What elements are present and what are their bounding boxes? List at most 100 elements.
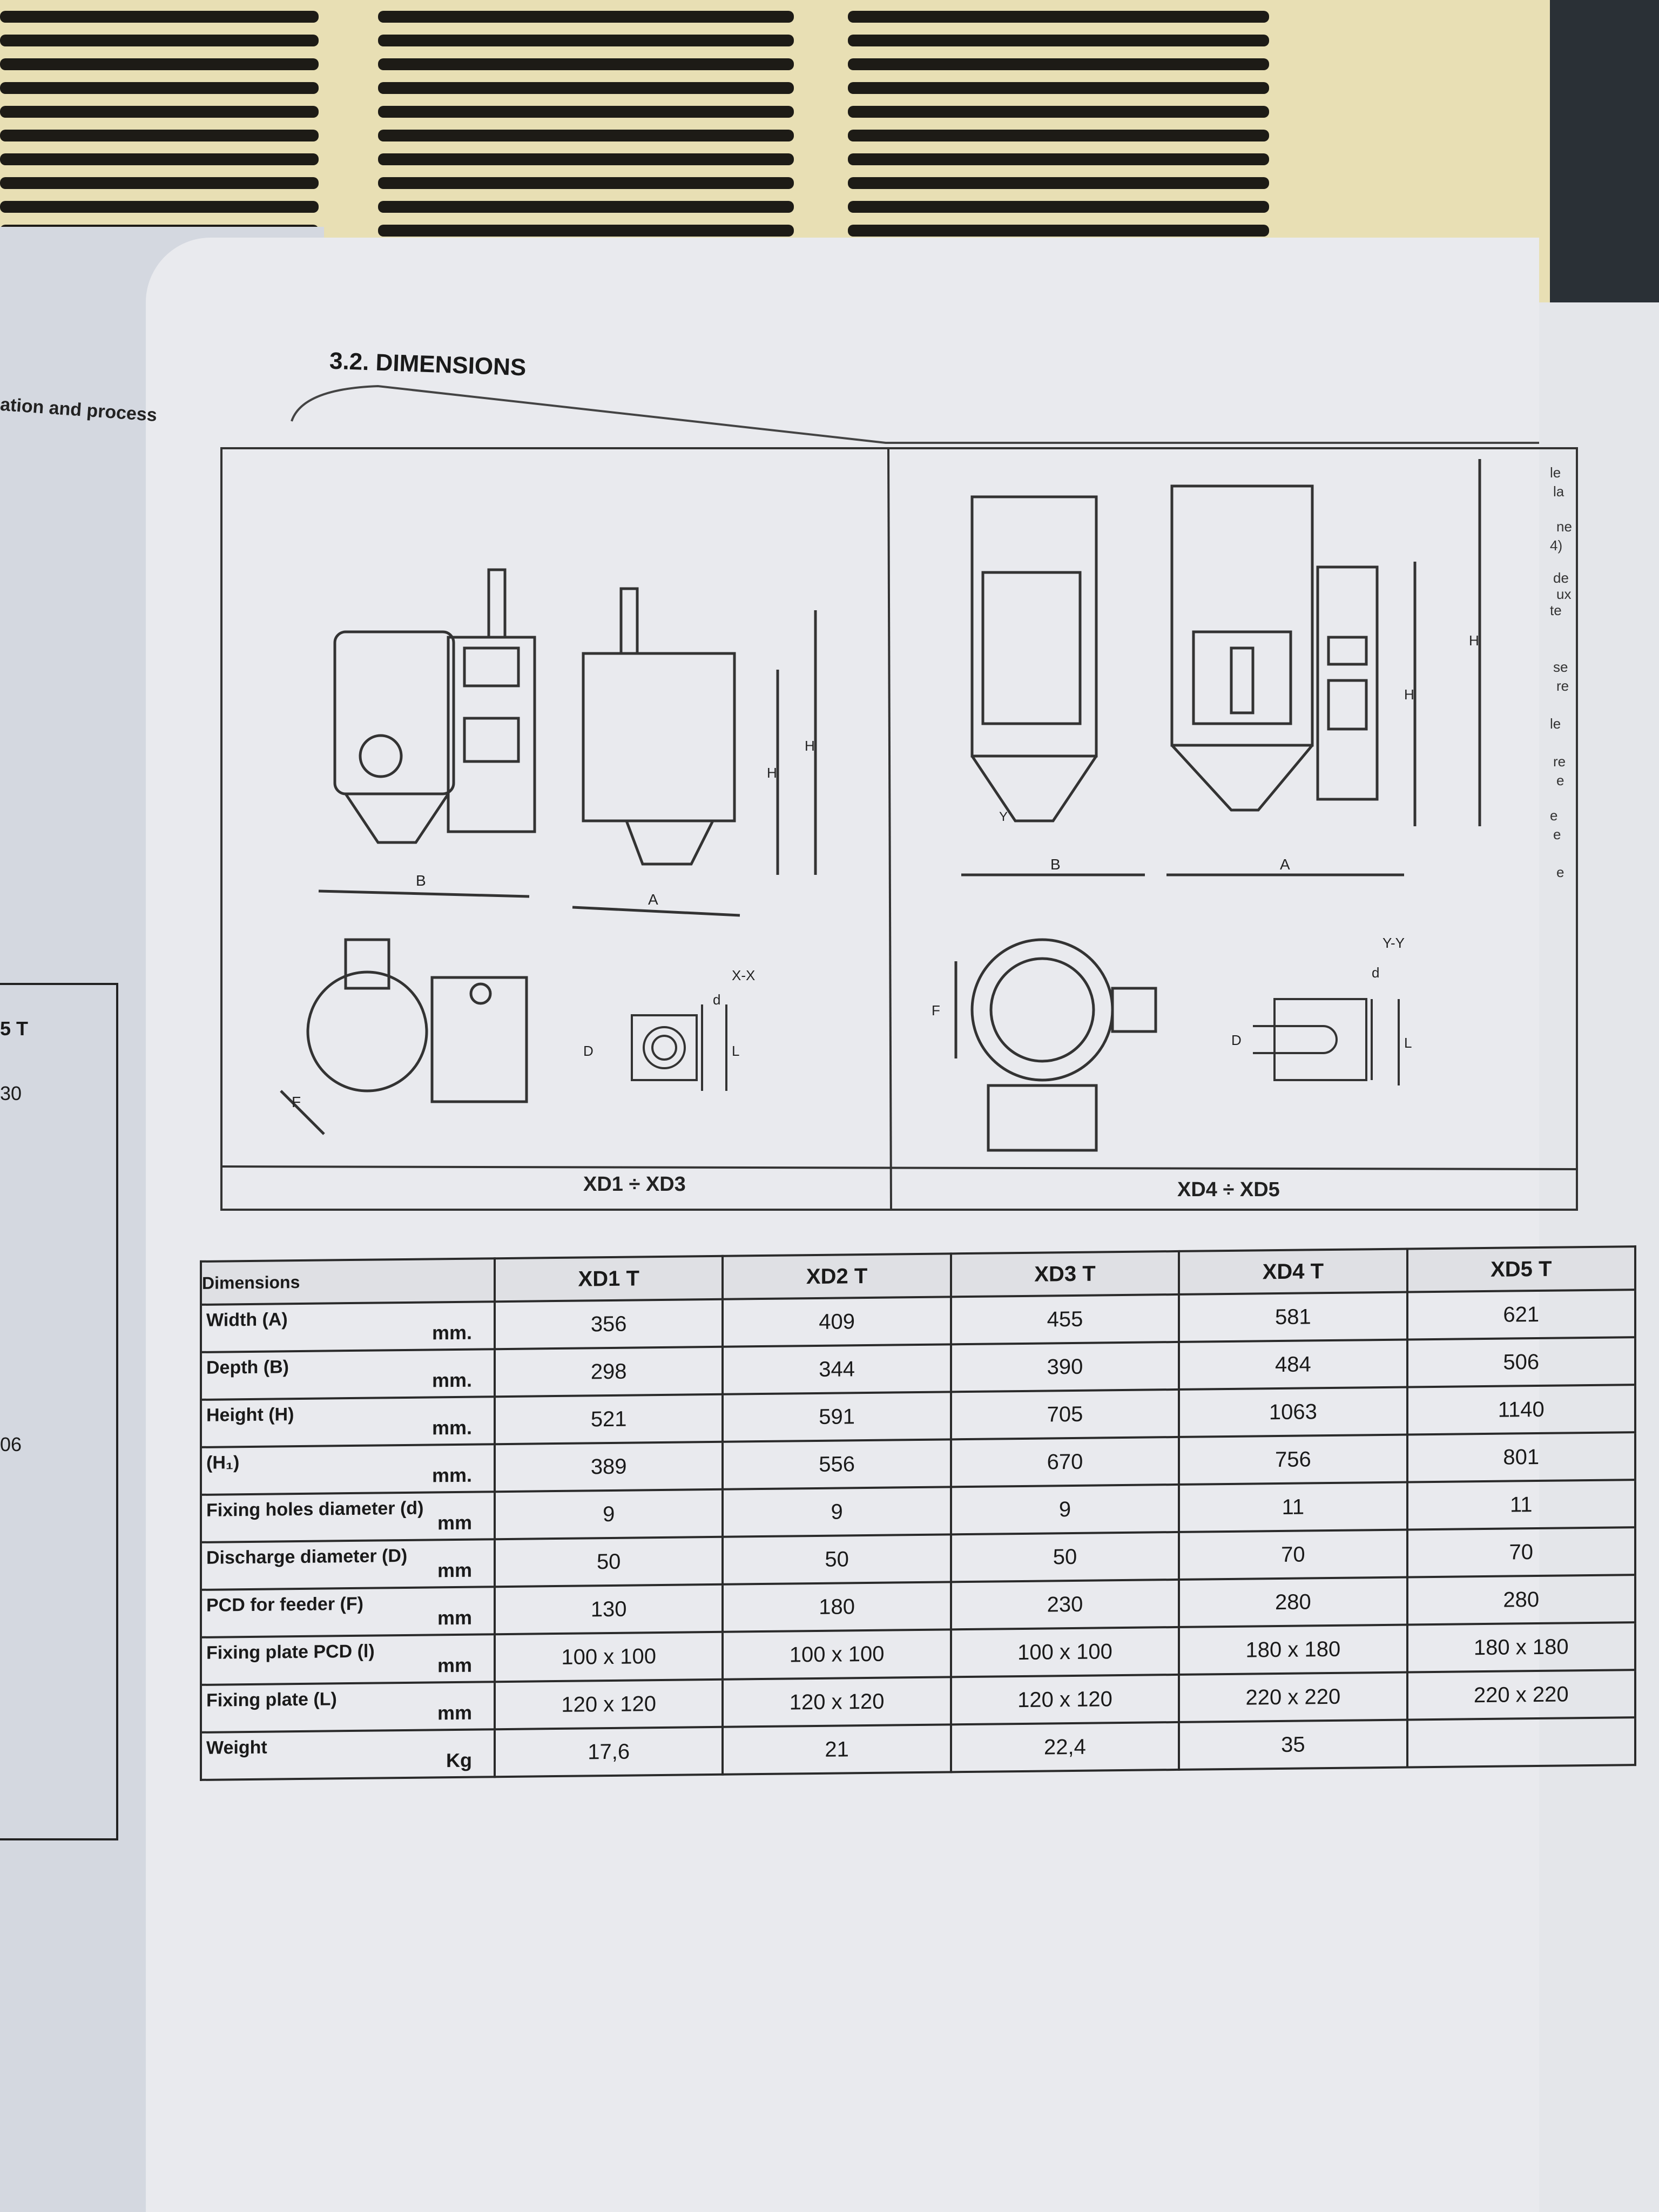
dim-label-d-small: d xyxy=(713,992,720,1008)
value-cell: 298 xyxy=(495,1346,723,1397)
value-cell: 50 xyxy=(495,1536,723,1587)
value-cell: 409 xyxy=(723,1297,951,1347)
row-unit: mm xyxy=(437,1701,472,1724)
vent-slot xyxy=(378,106,794,118)
value-cell: 670 xyxy=(950,1437,1179,1487)
vent-slot xyxy=(848,130,1269,141)
vent-slot xyxy=(0,35,319,46)
value-cell: 230 xyxy=(950,1579,1179,1630)
header-model: XD4 T xyxy=(1179,1249,1407,1294)
right-page-text-fragment: la xyxy=(1553,483,1564,500)
left-table-cell: 06 xyxy=(0,1433,22,1455)
value-cell: 9 xyxy=(950,1484,1179,1535)
left-table-header: 5 T xyxy=(0,1017,29,1040)
value-cell: 280 xyxy=(1179,1577,1407,1627)
value-cell: 484 xyxy=(1179,1339,1407,1390)
value-cell xyxy=(1407,1717,1635,1768)
vent-slot xyxy=(0,106,319,118)
left-page-table: 5 T 30 06 xyxy=(0,983,118,1840)
right-page-text-fragment: se xyxy=(1553,659,1568,675)
dim-label-a: A xyxy=(648,891,658,908)
vent-slot xyxy=(848,153,1269,165)
right-page-text-fragment: de xyxy=(1553,570,1569,586)
dim-label-h1: H xyxy=(767,765,777,781)
row-unit: mm xyxy=(437,1654,472,1677)
vent-slot xyxy=(0,82,319,94)
xd4-xd5-side-view xyxy=(961,495,1145,876)
right-page-text-fragment: e xyxy=(1556,864,1564,880)
row-label-cell: Depth (B)mm. xyxy=(201,1349,495,1400)
row-unit: mm xyxy=(437,1606,472,1629)
row-unit: mm. xyxy=(431,1368,472,1392)
row-label-cell: Fixing holes diameter (d) mm xyxy=(201,1492,495,1542)
row-label: Height (H) xyxy=(206,1404,294,1426)
vent-slot xyxy=(848,106,1269,118)
value-cell: 21 xyxy=(723,1724,951,1775)
value-cell: 120 x 120 xyxy=(495,1679,723,1730)
vent-slot xyxy=(378,130,794,141)
row-label-cell: Width (A)mm. xyxy=(201,1301,495,1352)
vent-slot xyxy=(848,11,1269,23)
xd1-xd3-side-view xyxy=(572,587,817,917)
dim-label-y: Y xyxy=(999,810,1008,824)
caption-xd1-xd3: XD1 ÷ XD3 xyxy=(583,1173,686,1196)
caption-rule xyxy=(221,1165,1577,1170)
value-cell: 705 xyxy=(950,1389,1179,1440)
dim-label-d-large: D xyxy=(583,1043,594,1059)
row-unit: Kg xyxy=(446,1749,472,1772)
right-page-text-fragment: 4) xyxy=(1550,537,1563,554)
row-label-cell: Height (H) mm. xyxy=(201,1397,495,1447)
value-cell: 180 x 180 xyxy=(1179,1624,1407,1675)
right-page-text-fragment: te xyxy=(1550,602,1562,618)
dim-label-h: H xyxy=(805,738,815,754)
dim-label-f-xd4: F xyxy=(932,1002,940,1019)
heading-rule xyxy=(291,385,1539,444)
row-unit: mm. xyxy=(431,1416,472,1439)
value-cell: 390 xyxy=(950,1341,1179,1392)
value-cell: 581 xyxy=(1179,1292,1407,1342)
dim-label-h-xd4: H xyxy=(1469,632,1479,649)
value-cell: 100 x 100 xyxy=(950,1627,1179,1677)
value-cell: 11 xyxy=(1179,1482,1407,1532)
value-cell: 9 xyxy=(723,1487,951,1537)
right-page-text-fragment: e xyxy=(1556,772,1564,788)
manual-page xyxy=(146,238,1539,2212)
value-cell: 344 xyxy=(723,1344,951,1394)
value-cell: 50 xyxy=(723,1534,951,1584)
value-cell: 280 xyxy=(1407,1575,1635,1625)
vent-slot xyxy=(0,177,319,189)
row-label-cell: Discharge diameter (D)mm xyxy=(201,1539,495,1590)
vent-slot xyxy=(378,58,794,70)
vent-slot xyxy=(378,82,794,94)
header-model: XD5 T xyxy=(1407,1246,1635,1292)
value-cell: 120 x 120 xyxy=(723,1677,951,1727)
right-page-text-fragment: ne xyxy=(1556,518,1572,535)
row-label-cell: (H₁)mm. xyxy=(201,1444,495,1495)
value-cell: 50 xyxy=(950,1532,1179,1582)
vent-slot xyxy=(848,35,1269,46)
section-label-x-x: X-X xyxy=(732,967,755,983)
right-page-text-fragment: ux xyxy=(1556,586,1572,602)
xd4-xd5-flange-detail xyxy=(1253,998,1400,1085)
xd1-xd3-front-view xyxy=(318,568,536,898)
value-cell: 22,4 xyxy=(950,1722,1179,1772)
dim-label-b: B xyxy=(416,872,426,889)
value-cell: 100 x 100 xyxy=(723,1629,951,1680)
row-label: Fixing plate (L) xyxy=(206,1689,337,1711)
row-label: Weight xyxy=(206,1737,267,1758)
right-page-text-fragment: le xyxy=(1550,716,1561,732)
row-label: Fixing holes diameter (d) xyxy=(206,1498,424,1521)
dimensions-table: Dimensions XD1 T XD2 T XD3 T XD4 T XD5 T… xyxy=(200,1245,1636,1781)
value-cell: 556 xyxy=(723,1439,951,1489)
value-cell: 11 xyxy=(1407,1480,1635,1530)
vent-slot xyxy=(378,225,794,237)
row-unit: mm. xyxy=(431,1321,472,1344)
row-unit: mm xyxy=(437,1511,472,1534)
value-cell: 1140 xyxy=(1407,1385,1635,1435)
value-cell: 70 xyxy=(1179,1529,1407,1580)
vent-slot xyxy=(378,153,794,165)
vent-slot xyxy=(378,35,794,46)
value-cell: 621 xyxy=(1407,1290,1635,1340)
header-model: XD2 T xyxy=(723,1253,951,1299)
